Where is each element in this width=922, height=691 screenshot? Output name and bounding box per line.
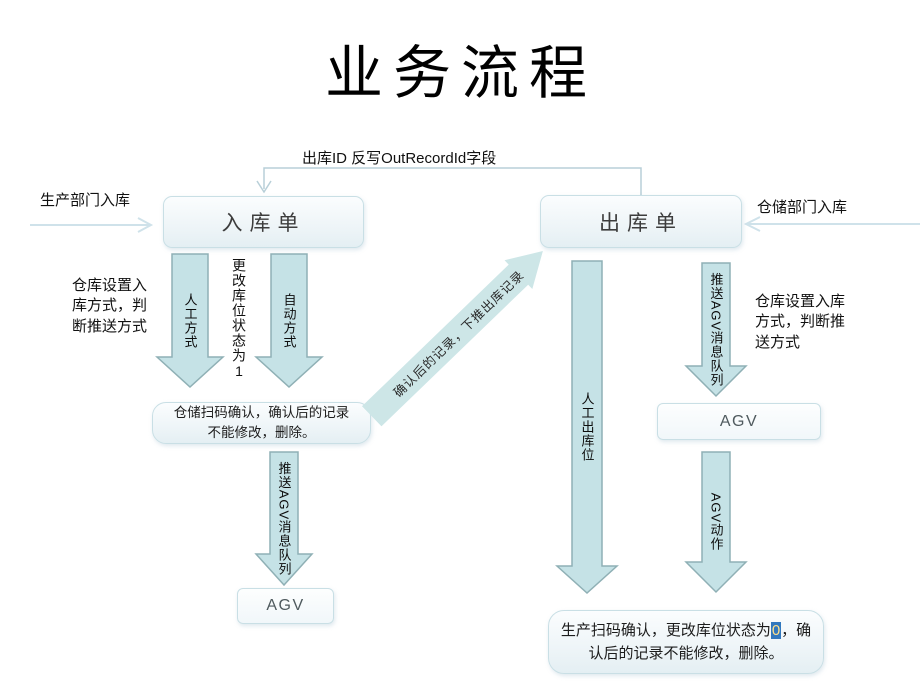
arrow-push-agv-right-label: 推送AGV消息队列 [708, 272, 724, 387]
production-to-inbound-arrowhead-icon [137, 217, 154, 233]
agv-left-node: AGV [237, 588, 334, 624]
production-scan-highlight: 0 [770, 621, 782, 639]
arrow-manual-mode: 人工方式 [155, 253, 225, 389]
production-scan-text-after: ，确认后的记录不能修改，删除。 [588, 621, 812, 662]
feedback-label: 出库ID 反写OutRecordId字段 [302, 150, 497, 167]
production-scan-node: 生产扫码确认，更改库位状态为0，确认后的记录不能修改，删除。 [548, 610, 824, 674]
arrow-manual-out: 人工出库位 [555, 260, 619, 595]
outrecordid-feedback-line [263, 167, 642, 196]
arrow-push-agv-left: 推送AGV消息队列 [254, 451, 314, 587]
warehouse-to-outbound-arrowhead-icon [743, 216, 761, 232]
arrow-manual-out-label: 人工出库位 [579, 392, 595, 462]
inbound-order-node: 入库单 [163, 196, 364, 248]
arrow-auto-mode: 自动方式 [254, 253, 324, 389]
agv-right-label: AGV [719, 412, 759, 430]
arrow-agv-action-label: AGV动作 [708, 492, 724, 552]
arrow-manual-mode-shape [155, 253, 225, 389]
arrow-push-agv-left-label: 推送AGV消息队列 [276, 461, 292, 576]
outbound-order-node: 出库单 [540, 195, 742, 248]
status-note: 更改库位状态为1 [231, 258, 247, 380]
arrow-push-agv-right-shape [684, 262, 748, 398]
outrecordid-feedback-arrowhead-icon [256, 180, 272, 194]
arrow-agv-action-shape [684, 451, 748, 594]
right-note: 仓库设置入库方式，判断推送方式 [755, 293, 846, 351]
arrow-push-agv-left-shape [254, 451, 314, 587]
outbound-order-label: 出库单 [599, 210, 683, 235]
production-scan-label: 生产扫码确认，更改库位状态为0，确认后的记录不能修改，删除。 [559, 619, 813, 666]
production-scan-text-before: 生产扫码确认，更改库位状态为 [560, 621, 771, 639]
arrow-confirm-push-shape [361, 251, 543, 427]
arrow-confirm-push: 确认后的记录，下推出库记录 [357, 235, 559, 432]
arrow-auto-mode-label: 自动方式 [281, 292, 297, 349]
left-note: 仓库设置入库方式，判断推送方式 [72, 277, 148, 335]
warehouse-scan-label: 仓储扫码确认，确认后的记录不能修改，删除。 [173, 405, 350, 440]
arrow-agv-action: AGV动作 [684, 451, 748, 594]
arrow-push-agv-right: 推送AGV消息队列 [684, 262, 748, 398]
arrow-manual-mode-label: 人工方式 [182, 292, 198, 349]
agv-right-node: AGV [657, 403, 821, 440]
page-title: 业务流程 [324, 41, 597, 106]
warehouse-scan-node: 仓储扫码确认，确认后的记录不能修改，删除。 [152, 402, 371, 444]
inbound-order-label: 入库单 [221, 211, 306, 235]
production-in-label: 生产部门入库 [40, 192, 131, 209]
warehouse-in-label: 仓储部门入库 [757, 199, 848, 216]
arrow-auto-mode-shape [254, 253, 324, 389]
agv-left-label: AGV [266, 597, 305, 614]
arrow-manual-out-shape [555, 260, 619, 595]
